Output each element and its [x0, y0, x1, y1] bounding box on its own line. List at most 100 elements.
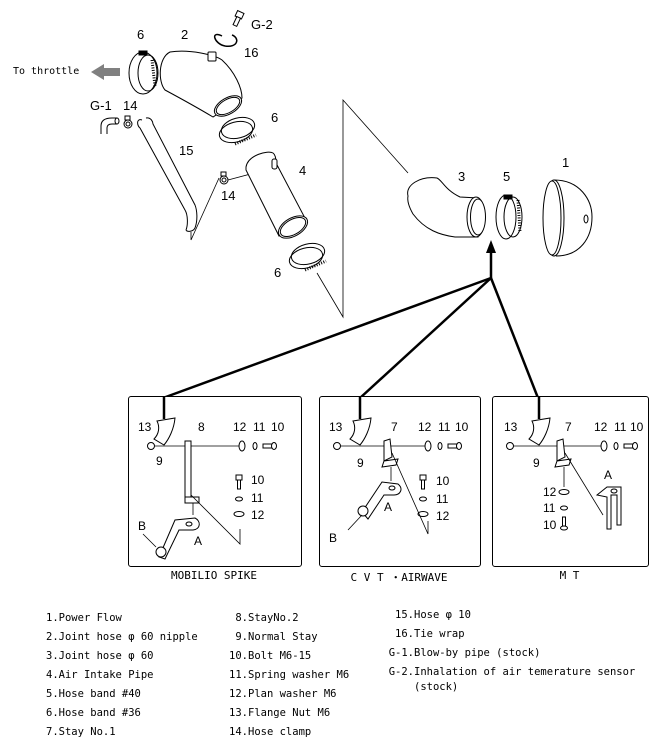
to-throttle-label: To throttle — [13, 66, 80, 77]
panel-1-label-10b: 10 — [251, 473, 265, 487]
hose-clamp-14b-icon — [219, 171, 229, 185]
panel-1-label-A: A — [194, 534, 203, 548]
callout-14b: 14 — [221, 188, 236, 203]
stay-7-icon — [554, 438, 572, 468]
panel-3-label-A: A — [604, 468, 613, 482]
legend-item: G-2.Inhalation of air temerature sensor — [388, 666, 636, 678]
legend-item: 11.Spring washer M6 — [229, 669, 350, 681]
normal-stay-icon — [349, 417, 372, 446]
legend-item: 10.Bolt M6-15 — [229, 650, 312, 662]
connector-lines — [162, 252, 540, 400]
legend-item: 7.Stay No.1 — [46, 726, 116, 738]
panel-cvt-airwave-drawing — [333, 397, 462, 535]
legend-item: 2.Joint hose φ 60 nipple — [46, 631, 198, 643]
panel-1-label-11b: 11 — [251, 491, 264, 505]
panel-1-label-10: 10 — [271, 420, 285, 434]
panel-2-label-A: A — [384, 500, 393, 514]
legend-item: (stock) — [414, 681, 459, 693]
legend-item: 1.Power Flow — [46, 612, 122, 624]
panel-1-label-9: 9 — [156, 454, 163, 468]
panel-2-label-12b: 12 — [436, 509, 450, 523]
legend-item: 9.Normal Stay — [235, 631, 318, 643]
joint-hose-2-icon — [159, 50, 243, 118]
panel-1-label-11: 11 — [253, 420, 266, 434]
g2-sensor-icon — [232, 9, 245, 28]
panel-3-label-13: 13 — [504, 420, 518, 434]
air-intake-pipe-icon — [245, 151, 309, 239]
panel-2-label-7: 7 — [391, 420, 398, 434]
hose-15-icon — [137, 117, 198, 232]
panel-1-label-13: 13 — [138, 420, 152, 434]
hose-clamp-14a-icon — [123, 115, 133, 129]
panel-cvt-airwave: 13 7 12 11 10 9 10 11 12 A B — [319, 396, 481, 567]
legend-item: 8.StayNo.2 — [235, 612, 299, 624]
hose-band-6b-icon — [218, 116, 257, 146]
power-flow-filter-icon — [542, 179, 593, 257]
legend-item: 16.Tie wrap — [395, 628, 465, 640]
panel-mt: 13 7 12 11 10 9 A 12 11 10 — [492, 396, 649, 567]
panel-1-label-12b: 12 — [251, 508, 265, 522]
stay-7-icon — [381, 438, 399, 468]
panel-3-label-12: 12 — [594, 420, 608, 434]
panel-3-label-10b: 10 — [543, 518, 557, 532]
panel-2-label-9: 9 — [357, 456, 364, 470]
panel-3-label-10: 10 — [630, 420, 644, 434]
callout-6b: 6 — [271, 110, 279, 125]
hose-band-6c-icon — [288, 242, 327, 272]
panel-2-label-12: 12 — [418, 420, 432, 434]
panel-2-label-11b: 11 — [436, 492, 449, 506]
hose-band-5-icon — [495, 194, 523, 240]
hose-band-6a-icon — [128, 50, 159, 95]
legend-item: 5.Hose band #40 — [46, 688, 141, 700]
callout-16: 16 — [244, 45, 259, 60]
legend-column-2: 8.StayNo.2 9.Normal Stay 10.Bolt M6-15 1… — [224, 609, 349, 742]
callout-1: 1 — [562, 155, 570, 170]
panel-2-label-10b: 10 — [436, 474, 450, 488]
legend-item: 13.Flange Nut M6 — [229, 707, 331, 719]
tie-wrap-icon — [214, 33, 238, 47]
panel-2-caption: C V T ・AIRWAVE — [350, 571, 448, 584]
panel-3-label-7: 7 — [565, 420, 572, 434]
normal-stay-icon — [153, 417, 176, 446]
callout-6c: 6 — [274, 265, 282, 280]
callout-g1: G-1 — [90, 98, 112, 113]
legend-column-1: 1.Power Flow 2.Joint hose φ 60 nipple 3.… — [46, 609, 198, 742]
stay-8-icon — [184, 440, 192, 503]
panel-3-caption: M T — [559, 569, 580, 582]
legend-item: 12.Plan washer M6 — [229, 688, 337, 700]
panel-2-label-B: B — [329, 531, 338, 545]
blowby-pipe-icon — [100, 117, 117, 134]
normal-stay-icon — [528, 417, 551, 446]
callout-g2: G-2 — [251, 17, 273, 32]
callout-5: 5 — [503, 169, 511, 184]
panel-2-label-10: 10 — [455, 420, 469, 434]
panel-2-label-11: 11 — [438, 420, 451, 434]
joint-hose-3-icon — [407, 177, 486, 238]
callout-2: 2 — [181, 27, 189, 42]
legend-item: G-1.Blow-by pipe (stock) — [388, 647, 541, 659]
panel-3-label-12b: 12 — [543, 485, 557, 499]
legend-item: 14.Hose clamp — [229, 726, 312, 738]
callout-14a: 14 — [123, 98, 138, 113]
panel-2-label-13: 13 — [329, 420, 343, 434]
panel-1-label-B: B — [138, 519, 147, 533]
legend-item: 4.Air Intake Pipe — [46, 669, 154, 681]
panel-mobilio-spike-drawing — [142, 397, 277, 560]
panel-mobilio-spike: 13 8 12 11 10 9 10 11 12 B A — [128, 396, 302, 567]
panel-3-label-9: 9 — [533, 456, 540, 470]
panel-1-caption: MOBILIO SPIKE — [170, 569, 258, 582]
connector-arrowhead — [486, 240, 496, 253]
panel-3-label-11b: 11 — [543, 501, 556, 515]
callout-15: 15 — [179, 143, 194, 158]
legend-item: 6.Hose band #36 — [46, 707, 141, 719]
panel-1-label-12: 12 — [233, 420, 247, 434]
panel-mt-drawing — [506, 397, 638, 531]
panel-3-label-11: 11 — [614, 420, 627, 434]
panel-1-label-8: 8 — [198, 420, 205, 434]
legend-column-3: 15.Hose φ 10 16.Tie wrap G-1.Blow-by pip… — [384, 606, 636, 695]
legend-item: 15.Hose φ 10 — [395, 609, 471, 621]
callout-6a: 6 — [137, 27, 145, 42]
callout-3: 3 — [458, 169, 466, 184]
callout-4: 4 — [299, 163, 307, 178]
